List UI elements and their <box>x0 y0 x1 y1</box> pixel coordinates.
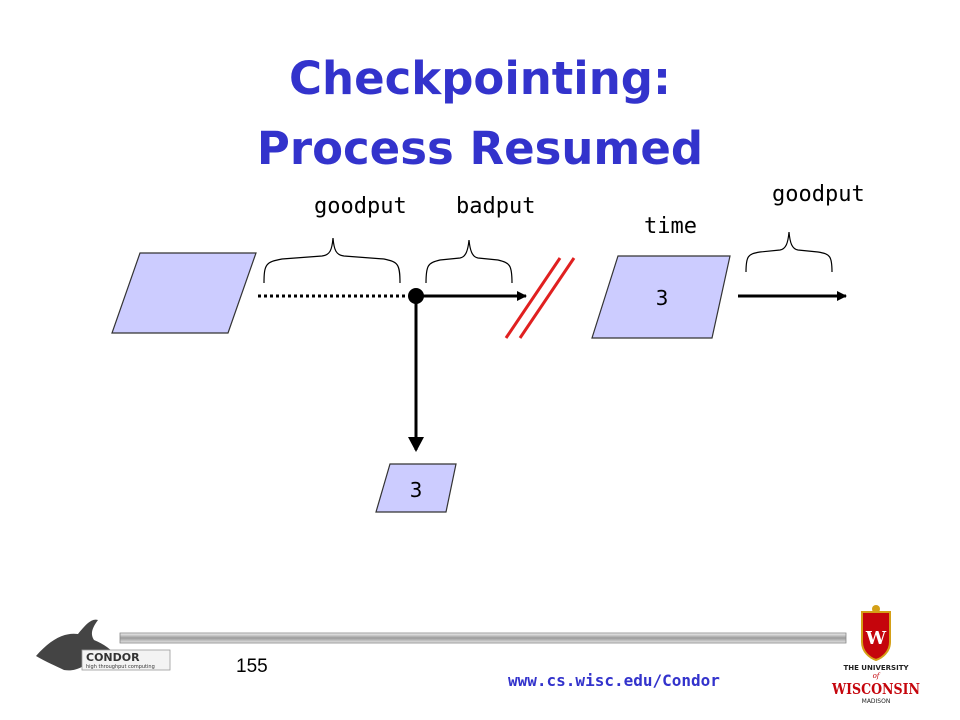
condor-logo-tagline: high throughput computing <box>86 664 155 670</box>
goodput-brace-2 <box>745 231 833 273</box>
time-label: time <box>644 214 697 239</box>
slide-title: Checkpointing: Process Resumed <box>0 44 960 184</box>
uw-line-4: MADISON <box>862 698 891 705</box>
goodput-label-1: goodput <box>314 194 407 219</box>
slide-number: 155 <box>236 656 268 677</box>
condor-bird-icon <box>36 619 116 671</box>
footer-bar <box>119 632 847 644</box>
badput-brace <box>425 239 513 284</box>
process-box <box>111 252 257 334</box>
uw-crest-top-icon <box>872 605 880 613</box>
title-line-1: Checkpointing: <box>289 52 671 105</box>
condor-plate <box>81 649 171 671</box>
uw-line-1: THE UNIVERSITY <box>843 664 909 672</box>
resumed-box-label: 3 <box>656 286 669 310</box>
crash-slash-1 <box>518 257 576 339</box>
resumed-process-box <box>591 255 731 339</box>
uw-line-2: of <box>873 672 881 680</box>
uw-line-3: WISCONSIN <box>831 680 920 698</box>
uw-crest-letter: W <box>865 628 887 649</box>
condor-logo-text: CONDOR <box>86 651 140 664</box>
checkpoint-box-label: 3 <box>410 478 423 502</box>
footer-url[interactable]: www.cs.wisc.edu/Condor <box>508 671 720 690</box>
uw-crest-icon <box>861 611 891 662</box>
checkpoint-down-arrowhead <box>408 437 424 452</box>
badput-label: badput <box>456 194 536 219</box>
title-line-2: Process Resumed <box>256 122 704 175</box>
uw-crest-logo: W THE UNIVERSITY of WISCONSIN MADISON <box>831 605 920 705</box>
condor-logo: CONDOR high throughput computing <box>36 619 171 671</box>
goodput-label-2: goodput <box>772 182 865 207</box>
checkpoint-box <box>375 463 457 513</box>
goodput-brace-1 <box>263 237 401 284</box>
crash-slash-2 <box>504 257 562 339</box>
